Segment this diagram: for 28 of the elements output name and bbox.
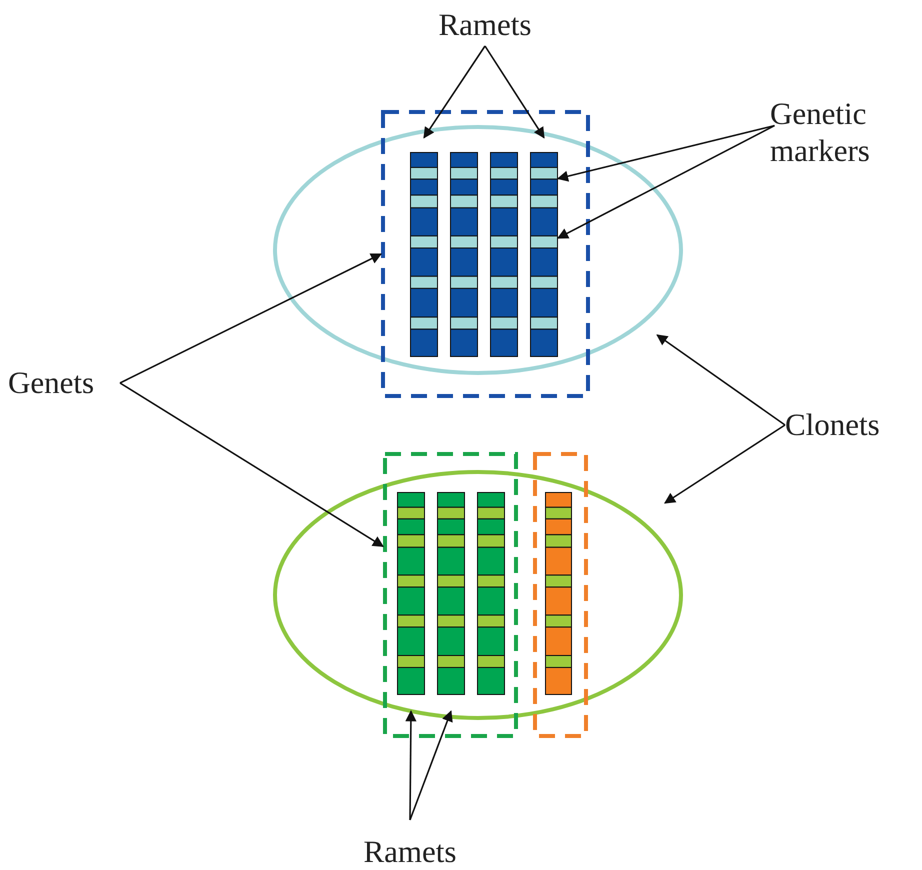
leader-arrow	[120, 382, 384, 548]
leader-arrow	[423, 46, 486, 139]
marker-bar	[437, 492, 465, 695]
marker-bar	[530, 152, 558, 357]
callout-label: Genetic markers	[770, 92, 922, 172]
dashed-box	[383, 452, 518, 738]
marker-bar	[490, 152, 518, 357]
dashed-box	[533, 452, 588, 738]
dashed-box	[381, 110, 590, 398]
leader-arrow	[664, 424, 786, 504]
marker-bar	[477, 492, 505, 695]
leader-arrow	[405, 710, 416, 820]
leader-arrow	[557, 124, 775, 239]
marker-bar	[397, 492, 425, 695]
callout-label: Genets	[8, 362, 120, 404]
leader-arrow	[556, 124, 775, 182]
callout-label: Clonets	[785, 404, 915, 446]
marker-bar	[450, 152, 478, 357]
marker-bar	[545, 492, 572, 695]
callout-label: Ramets	[425, 4, 545, 46]
ellipse-outline	[273, 470, 683, 720]
marker-bar	[410, 152, 438, 357]
leader-arrow	[484, 46, 545, 139]
leader-arrow	[120, 253, 382, 384]
callout-label: Ramets	[345, 820, 475, 870]
leader-arrow	[656, 334, 786, 426]
leader-arrow	[409, 710, 453, 820]
ellipse-outline	[273, 125, 683, 375]
